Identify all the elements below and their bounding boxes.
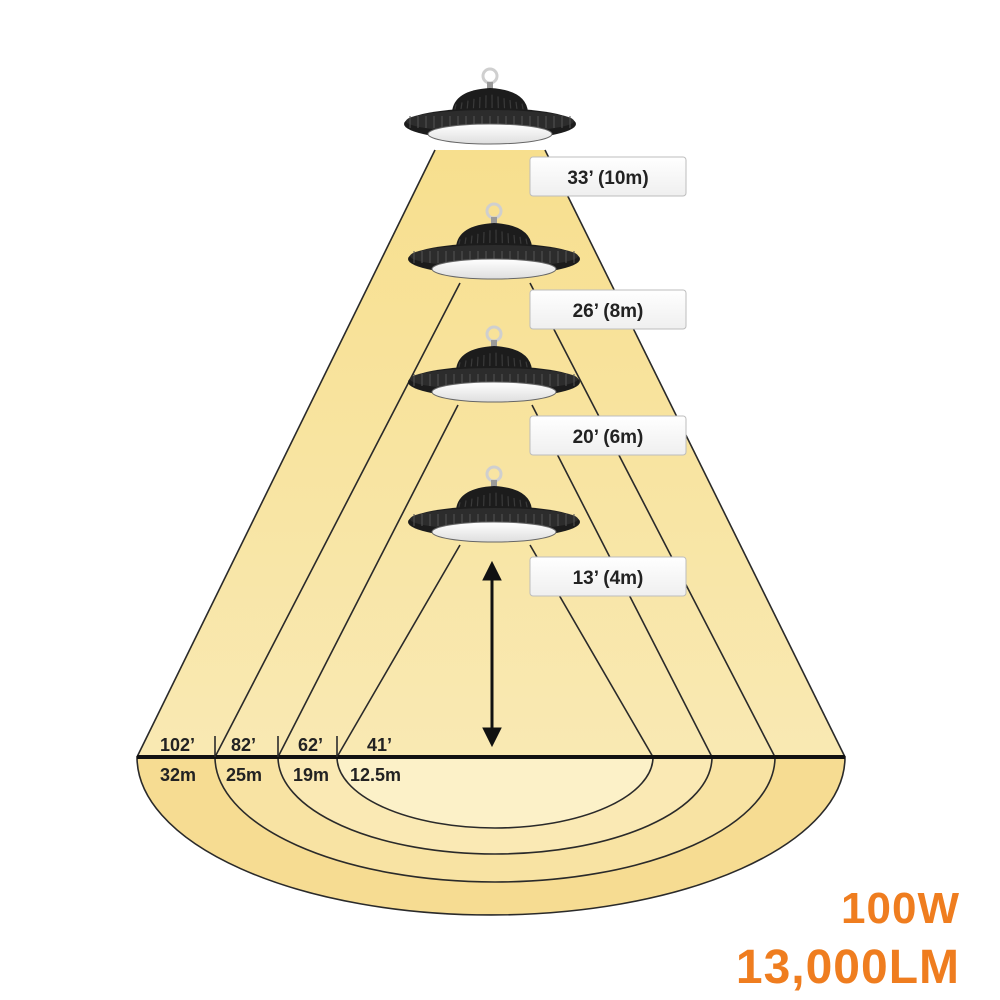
width-dividers <box>214 736 338 757</box>
coverage-feet-62: 62’ <box>298 735 323 755</box>
svg-text:20’ (6m): 20’ (6m) <box>573 427 644 448</box>
coverage-feet-82: 82’ <box>231 735 256 755</box>
ufo-high-bay-light-icon <box>404 67 576 145</box>
floor-coverage <box>136 756 846 916</box>
svg-text:33’ (10m): 33’ (10m) <box>567 168 648 189</box>
beam-edges <box>136 149 846 758</box>
ufo-high-bay-light-icon <box>408 325 580 403</box>
lumen-spec: 13,000LM <box>735 941 960 994</box>
svg-text:26’ (8m): 26’ (8m) <box>573 301 644 322</box>
double-arrow-icon <box>482 560 502 748</box>
coverage-labels: 102’ 82’ 62’ 41’ 32m 25m 19m 12.5m <box>160 735 401 785</box>
coverage-meters-19: 19m <box>293 765 329 785</box>
coverage-meters-25: 25m <box>226 765 262 785</box>
coverage-meters-32: 32m <box>160 765 196 785</box>
ufo-high-bay-light-icon <box>408 465 580 543</box>
light-beam <box>137 150 845 757</box>
height-labels: 33’ (10m) 26’ (8m) 20’ (6m) 13’ (4m) <box>529 156 687 597</box>
ufo-high-bay-light-icon <box>408 202 580 280</box>
svg-text:13’ (4m): 13’ (4m) <box>573 568 644 589</box>
height-label-20ft: 20’ (6m) <box>529 415 687 456</box>
height-label-13ft: 13’ (4m) <box>529 556 687 597</box>
coverage-ring-41ft <box>336 756 654 829</box>
fixtures <box>404 67 580 543</box>
coverage-meters-12-5: 12.5m <box>350 765 401 785</box>
height-label-26ft: 26’ (8m) <box>529 289 687 330</box>
coverage-feet-102: 102’ <box>160 735 195 755</box>
wattage-spec: 100W <box>841 884 960 933</box>
coverage-feet-41: 41’ <box>367 735 392 755</box>
height-label-33ft: 33’ (10m) <box>529 156 687 197</box>
